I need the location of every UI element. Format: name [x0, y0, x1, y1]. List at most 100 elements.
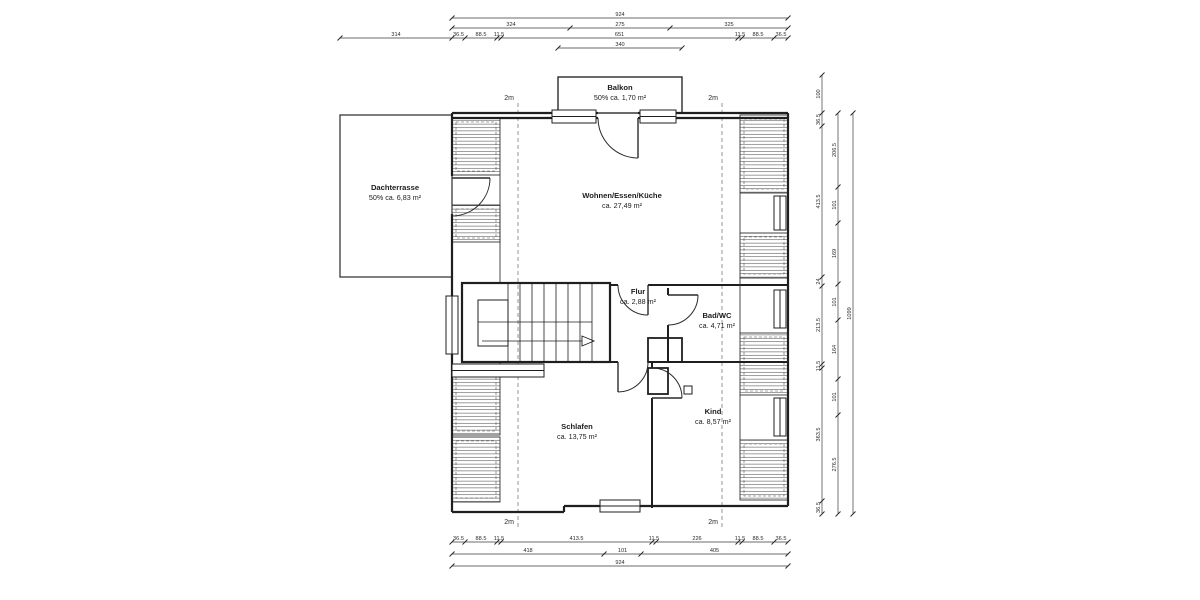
dimension-label: 36.5 — [453, 536, 464, 542]
dimension-tick — [462, 35, 468, 41]
room-area-kind: ca. 8,57 m² — [695, 417, 732, 426]
dimension-tick — [462, 539, 468, 545]
dimension-label: 11.5 — [494, 536, 504, 542]
dimension-tick — [819, 498, 825, 504]
dimension-tick — [835, 281, 841, 287]
dimension-label: 164 — [832, 345, 838, 354]
dimension-label: 11.5 — [735, 536, 745, 542]
dimension-label: 88.5 — [476, 536, 487, 542]
balcony-window-right — [639, 109, 677, 124]
right-wall-window-top — [773, 195, 787, 231]
right-wall-window-kind — [773, 397, 787, 437]
dimension-tick — [819, 123, 825, 129]
dimension-label: 11.5 — [816, 361, 822, 371]
dimension-tick — [638, 551, 644, 557]
dimension-label: 226 — [692, 536, 701, 542]
dimension-tick — [649, 539, 655, 545]
dimension-tick — [735, 539, 741, 545]
room-area-flur: ca. 2,88 m² — [620, 297, 657, 306]
dimension-label: 36.5 — [816, 114, 822, 125]
staircase — [460, 281, 612, 364]
dimension-tick — [850, 511, 856, 517]
dimension-tick — [667, 25, 673, 31]
dimension-tick — [739, 35, 745, 41]
dimension-label: 924 — [615, 560, 624, 566]
dimension-label: 325 — [724, 22, 733, 28]
room-label-schlafen: Schlafen — [561, 422, 593, 431]
bottom-wall-window — [599, 499, 641, 513]
dimension-tick — [835, 511, 841, 517]
dimension-tick — [785, 539, 791, 545]
dimension-label: 36.5 — [776, 536, 787, 542]
dimension-label: 36.5 — [776, 32, 787, 38]
dimension-label: 275 — [615, 22, 624, 28]
dimension-tick — [835, 220, 841, 226]
roof-slope-dashed-insets — [455, 118, 785, 499]
balcony-window-left — [551, 109, 597, 124]
room-area-dachterrasse: 50% ca. 6,83 m² — [369, 193, 422, 202]
dimension-label: 206.5 — [832, 143, 838, 157]
dimension-tick — [449, 551, 455, 557]
dimension-tick — [337, 35, 343, 41]
dimension-label: 101 — [832, 200, 838, 209]
shaft-chimney — [647, 337, 693, 395]
dimension-label: 88.5 — [753, 32, 764, 38]
dimension-tick — [819, 365, 825, 371]
bad-door — [667, 294, 699, 326]
dimension-label: 169 — [832, 249, 838, 258]
dimension-tick — [739, 539, 745, 545]
dimension-label: 651 — [615, 32, 624, 38]
dimension-tick — [785, 563, 791, 569]
dimension-label: 924 — [615, 12, 624, 18]
dimension-tick — [498, 35, 504, 41]
dimension-tick — [819, 72, 825, 78]
dimension-label: 413.5 — [570, 536, 584, 542]
dimension-label: 1099 — [847, 307, 853, 319]
height-marker-2m: 2m — [708, 95, 718, 102]
room-label-wohnen-essen-kueche: Wohnen/Essen/Küche — [582, 191, 662, 200]
dimension-tick — [785, 15, 791, 21]
balcony-door — [597, 117, 639, 159]
dimension-tick — [771, 35, 777, 41]
dimension-label: 36.5 — [816, 502, 822, 513]
dimension-tick — [679, 45, 685, 51]
dimension-tick — [785, 35, 791, 41]
dimension-label: 363.5 — [816, 428, 822, 442]
room-area-wohnen-essen-kueche: ca. 27,49 m² — [602, 201, 643, 210]
schlafen-sideboard — [451, 363, 545, 378]
dimension-label: 101 — [618, 548, 627, 554]
dimension-label: 88.5 — [476, 32, 487, 38]
dimension-tick — [819, 361, 825, 367]
room-area-bad-wc: ca. 4,71 m² — [699, 321, 736, 330]
dimension-tick — [819, 110, 825, 116]
dimension-tick — [653, 539, 659, 545]
dimension-label: 101 — [832, 297, 838, 306]
dimension-label: 11.5 — [735, 32, 745, 38]
dimension-tick — [567, 25, 573, 31]
dimension-tick — [819, 274, 825, 280]
dimension-tick — [819, 511, 825, 517]
room-label-flur: Flur — [631, 287, 645, 296]
dimension-tick — [785, 551, 791, 557]
dimension-label: 101 — [832, 392, 838, 401]
left-wall-window-stair — [445, 295, 459, 355]
interior-walls — [462, 284, 788, 508]
exterior-walls — [450, 111, 790, 514]
dimension-tick — [835, 412, 841, 418]
room-label-kind: Kind — [705, 407, 722, 416]
dimension-tick — [819, 283, 825, 289]
dimension-tick — [835, 376, 841, 382]
dimension-label: 36.5 — [453, 32, 464, 38]
dimension-tick — [494, 35, 500, 41]
dimension-label: 314 — [391, 32, 400, 38]
room-label-balkon: Balkon — [607, 83, 633, 92]
dimension-tick — [449, 25, 455, 31]
dimension-tick — [498, 539, 504, 545]
dimension-tick — [601, 551, 607, 557]
room-area-schlafen: ca. 13,75 m² — [557, 432, 598, 441]
windows — [445, 109, 787, 513]
roof-slope-hatch-areas — [451, 114, 789, 503]
